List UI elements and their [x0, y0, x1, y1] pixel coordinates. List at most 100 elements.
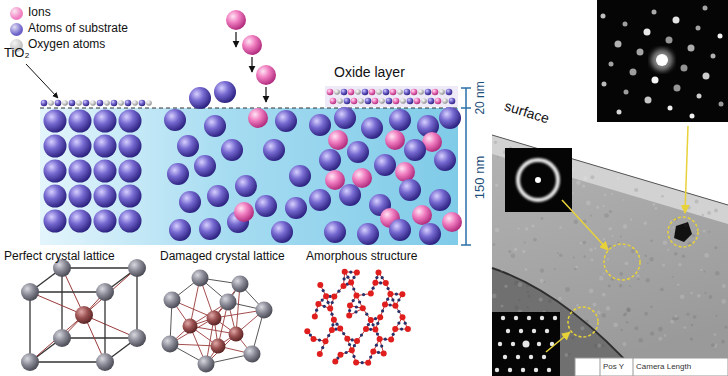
oxide-atom	[390, 89, 397, 96]
implanted-ion	[248, 108, 268, 128]
lattice-atom	[198, 356, 215, 373]
substrate-atom	[309, 189, 331, 211]
tem-texture	[687, 206, 691, 210]
network-atom	[327, 301, 330, 304]
tem-texture	[586, 201, 591, 206]
legend-swatch	[10, 23, 23, 36]
substrate-atom	[199, 218, 221, 240]
network-atom	[330, 313, 333, 316]
oxide-atom	[341, 89, 348, 96]
tem-texture	[626, 307, 630, 311]
dimension-label: 150 nm	[474, 155, 489, 198]
substrate-atom	[207, 185, 229, 207]
film-atom	[111, 100, 118, 107]
network-atom	[397, 298, 400, 301]
network-atom	[349, 347, 355, 353]
tem-texture	[646, 278, 650, 282]
diffraction-spot	[688, 45, 695, 52]
network-atom	[365, 360, 371, 366]
tem-texture	[636, 274, 639, 277]
substrate-atom	[69, 210, 92, 233]
network-atom	[321, 299, 324, 302]
substrate-atom	[167, 163, 189, 185]
tem-texture	[568, 353, 570, 355]
implanted-ion	[395, 162, 415, 182]
oxygen-atom	[104, 100, 110, 106]
network-atom	[368, 291, 374, 297]
network-atom	[379, 281, 382, 284]
lattice-bond	[62, 267, 137, 268]
tem-texture	[603, 205, 605, 207]
caption-label: Perfect crystal lattice	[4, 250, 115, 264]
tem-texture	[541, 217, 544, 220]
diffraction-spot	[529, 355, 533, 359]
implanted-ion	[328, 130, 348, 150]
info-field: Pos Y	[603, 362, 624, 371]
oxygen-atom	[48, 100, 54, 106]
network-atom	[323, 293, 329, 299]
layer-label: TiO₂	[4, 46, 30, 61]
network-atom	[387, 291, 393, 297]
diffraction-spot	[532, 329, 536, 333]
tem-texture	[526, 283, 530, 287]
tem-texture	[518, 282, 523, 287]
network-atom	[354, 310, 357, 313]
tem-texture	[647, 262, 649, 264]
region-marker	[568, 307, 598, 337]
tem-texture	[650, 239, 653, 242]
incoming-ion	[242, 35, 262, 55]
oxide-band	[492, 135, 728, 224]
tem-texture	[703, 230, 706, 233]
network-atom	[375, 344, 378, 347]
network-atom	[358, 300, 361, 303]
diffraction-spot	[711, 54, 716, 59]
lattice-atom	[229, 327, 244, 342]
network-atom	[353, 344, 356, 347]
network-atom	[360, 305, 366, 311]
network-atom	[397, 322, 400, 325]
network-atom	[348, 343, 351, 346]
substrate-atom	[44, 210, 67, 233]
tem-texture	[692, 234, 695, 237]
substrate-atom	[119, 160, 142, 183]
network-atom	[369, 356, 372, 359]
oxide-atom	[365, 98, 372, 105]
tem-texture	[644, 222, 647, 225]
surface-line	[40, 108, 458, 109]
tem-texture	[652, 203, 655, 206]
tem-texture	[583, 255, 586, 258]
network-atom	[321, 346, 324, 349]
network-atom	[352, 276, 355, 279]
network-atom	[370, 349, 376, 355]
network-atom	[331, 317, 337, 323]
legend-swatch	[10, 7, 23, 20]
lattice-atom	[162, 336, 179, 353]
oxide-atom	[344, 98, 351, 105]
tem-texture	[526, 306, 529, 309]
diffraction-spot	[503, 355, 507, 359]
network-atom	[387, 287, 390, 290]
diffraction-spot	[601, 14, 606, 19]
network-atom	[363, 326, 369, 332]
tem-texture	[617, 242, 619, 244]
network-atom	[376, 333, 379, 336]
oxygen-atom	[146, 100, 152, 106]
tem-texture	[583, 176, 587, 180]
tem-texture	[702, 214, 705, 217]
tem-texture	[591, 259, 594, 262]
ion-direction	[265, 87, 266, 102]
substrate-atom	[374, 154, 396, 176]
lattice-atom	[96, 283, 114, 301]
tem-texture	[663, 241, 667, 245]
lattice-atom	[75, 306, 93, 324]
network-atom	[352, 355, 355, 358]
implanted-ion	[442, 212, 462, 232]
lattice-atom	[232, 276, 249, 293]
film-atom	[125, 100, 132, 107]
substrate-atom	[204, 115, 226, 137]
diffraction-spot	[527, 316, 531, 320]
network-atom	[377, 336, 383, 342]
oxide-atom	[449, 98, 456, 105]
tem-texture	[682, 255, 685, 258]
network-atom	[400, 314, 406, 320]
